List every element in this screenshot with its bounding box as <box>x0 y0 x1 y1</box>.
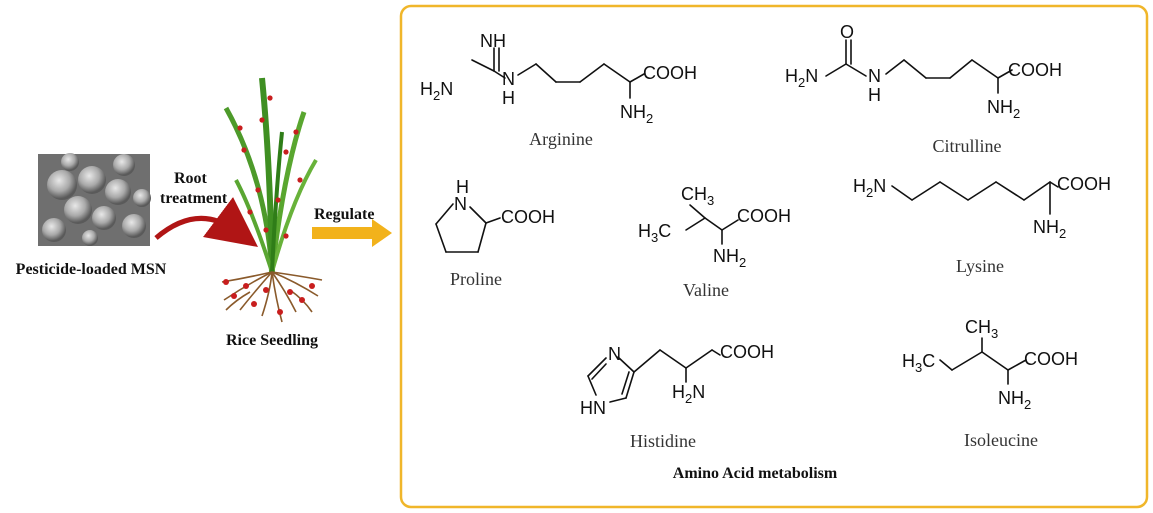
svg-text:CH3: CH3 <box>965 317 998 341</box>
valine-name: Valine <box>683 280 729 300</box>
svg-text:COOH: COOH <box>737 206 791 226</box>
isoleucine-h3c: H3C <box>902 351 935 375</box>
svg-text:N: N <box>502 69 515 89</box>
svg-text:H3C: H3C <box>638 221 671 245</box>
proline-h: H <box>456 177 469 197</box>
citrulline-cooh: COOH <box>1008 60 1062 80</box>
valine-nh2: NH2 <box>713 246 746 270</box>
valine-ch3: CH3 <box>681 184 714 208</box>
citrulline-h2n: H2N <box>785 66 818 90</box>
svg-text:H2N: H2N <box>853 176 886 200</box>
root-treatment-arrow <box>154 197 259 247</box>
arginine-h: H <box>502 88 515 108</box>
amino-acid-panel <box>399 4 1149 509</box>
citrulline-nh2: NH2 <box>987 97 1020 121</box>
arginine-n: N <box>502 69 515 89</box>
valine-cooh: COOH <box>737 206 791 226</box>
svg-text:H: H <box>502 88 515 108</box>
rice-seedling-illustration <box>221 77 323 323</box>
svg-text:COOH: COOH <box>1057 174 1111 194</box>
arginine-name: Arginine <box>529 129 593 149</box>
svg-text:H: H <box>868 85 881 105</box>
arginine-h2n: H2N <box>420 79 453 103</box>
isoleucine-nh2: NH2 <box>998 388 1031 412</box>
svg-text:H2N: H2N <box>785 66 818 90</box>
svg-text:N: N <box>868 66 881 86</box>
histidine-n: N <box>608 344 621 364</box>
histidine-hn: HN <box>580 398 606 418</box>
rice-seedling-label: Rice Seedling <box>226 332 318 349</box>
panel-title: Amino Acid metabolism <box>673 465 838 482</box>
isoleucine-name: Isoleucine <box>964 430 1038 450</box>
citrulline-h: H <box>868 85 881 105</box>
histidine-structure: N HN COOH H2N <box>580 342 774 418</box>
isoleucine-cooh: COOH <box>1024 349 1078 369</box>
svg-text:NH: NH <box>480 31 506 51</box>
svg-text:NH2: NH2 <box>713 246 746 270</box>
svg-text:NH2: NH2 <box>620 102 653 126</box>
citrulline-n: N <box>868 66 881 86</box>
root-label-line2: treatment <box>160 190 228 207</box>
svg-text:H2N: H2N <box>672 382 705 406</box>
proline-structure: H N COOH <box>435 177 555 253</box>
histidine-h2n: H2N <box>672 382 705 406</box>
lysine-nh2: NH2 <box>1033 217 1066 241</box>
arginine-nh2: NH2 <box>620 102 653 126</box>
histidine-cooh: COOH <box>720 342 774 362</box>
proline-name: Proline <box>450 269 502 289</box>
svg-text:COOH: COOH <box>1008 60 1062 80</box>
citrulline-structure: O H2N N H COOH NH2 <box>785 22 1062 121</box>
regulate-arrow <box>312 219 392 247</box>
arginine-nh-top: NH <box>480 31 506 51</box>
svg-text:N: N <box>454 194 467 214</box>
valine-h3c: H3C <box>638 221 671 245</box>
msn-sem-image <box>38 153 151 246</box>
svg-text:CH3: CH3 <box>681 184 714 208</box>
svg-text:COOH: COOH <box>501 207 555 227</box>
arginine-structure: NH H2N N H COOH NH2 <box>420 31 697 126</box>
citrulline-o: O <box>840 22 854 42</box>
lysine-cooh: COOH <box>1057 174 1111 194</box>
proline-n: N <box>454 194 467 214</box>
svg-text:COOH: COOH <box>643 63 697 83</box>
isoleucine-ch3: CH3 <box>965 317 998 341</box>
svg-text:H2N: H2N <box>420 79 453 103</box>
svg-text:NH2: NH2 <box>1033 217 1066 241</box>
svg-text:COOH: COOH <box>1024 349 1078 369</box>
citrulline-name: Citrulline <box>933 136 1002 156</box>
arginine-cooh: COOH <box>643 63 697 83</box>
svg-text:H3C: H3C <box>902 351 935 375</box>
svg-text:COOH: COOH <box>720 342 774 362</box>
svg-text:N: N <box>608 344 621 364</box>
svg-text:O: O <box>840 22 854 42</box>
svg-text:NH2: NH2 <box>998 388 1031 412</box>
svg-text:HN: HN <box>580 398 606 418</box>
isoleucine-structure: CH3 H3C COOH NH2 <box>902 317 1078 412</box>
lysine-structure: H2N COOH NH2 <box>853 174 1111 241</box>
svg-text:NH2: NH2 <box>987 97 1020 121</box>
lysine-h2n: H2N <box>853 176 886 200</box>
regulate-label: Regulate <box>314 206 374 223</box>
root-label-line1: Root <box>174 170 208 187</box>
histidine-name: Histidine <box>630 431 696 451</box>
lysine-name: Lysine <box>956 256 1004 276</box>
valine-structure: CH3 H3C COOH NH2 <box>638 184 791 270</box>
svg-text:H: H <box>456 177 469 197</box>
msn-label: Pesticide-loaded MSN <box>16 261 167 278</box>
proline-cooh: COOH <box>501 207 555 227</box>
